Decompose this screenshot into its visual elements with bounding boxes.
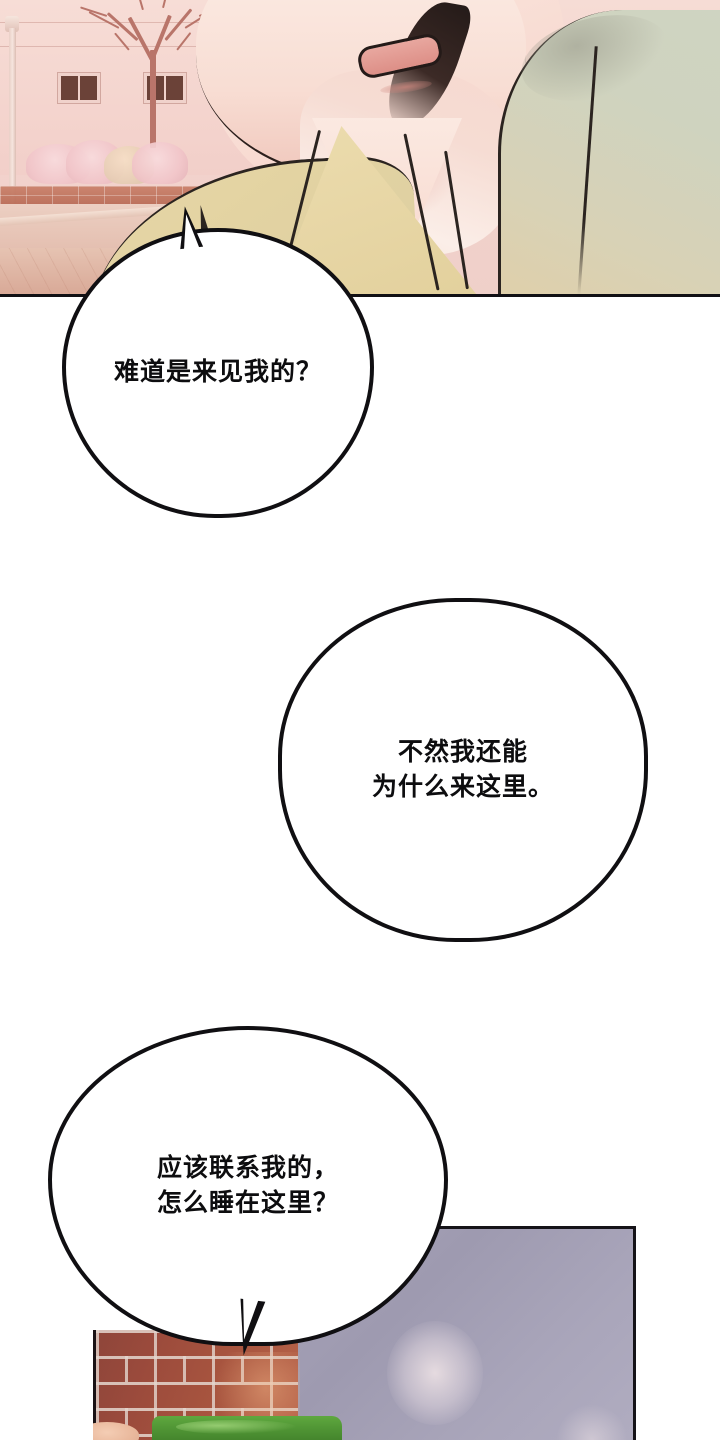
building-ledge-line [0, 46, 300, 47]
tree-twig [134, 0, 144, 11]
bare-tree [80, 0, 252, 154]
wall-light-glow-secondary [557, 1405, 627, 1440]
tree-branch [127, 16, 154, 61]
speech-bubble-3[interactable]: 应该联系我的， 怎么睡在这里？ [48, 1026, 448, 1346]
speech-bubble-2-text: 不然我还能 为什么来这里。 [371, 737, 554, 802]
tree-twig [114, 32, 130, 51]
lamp-post [9, 28, 16, 228]
speech-bubble-1[interactable]: 难道是来见我的？ [62, 228, 374, 518]
wall-light-glow [387, 1321, 483, 1425]
speech-bubble-3-text: 应该联系我的， 怎么睡在这里？ [156, 1153, 339, 1218]
hedge-highlight [176, 1420, 296, 1434]
background-brick-wall [0, 186, 200, 204]
tree-trunk [150, 50, 156, 148]
building-window [58, 73, 100, 103]
shrub [132, 142, 188, 184]
right-margin [636, 1226, 720, 1440]
building-ledge-line [0, 22, 300, 23]
speech-bubble-1-text: 难道是来见我的？ [113, 358, 322, 387]
panel-top [0, 0, 720, 297]
speech-bubble-2[interactable]: 不然我还能 为什么来这里。 [278, 598, 648, 942]
brick-course-offset [96, 1356, 298, 1382]
tree-twig [176, 32, 192, 51]
tree-twig [162, 0, 171, 9]
